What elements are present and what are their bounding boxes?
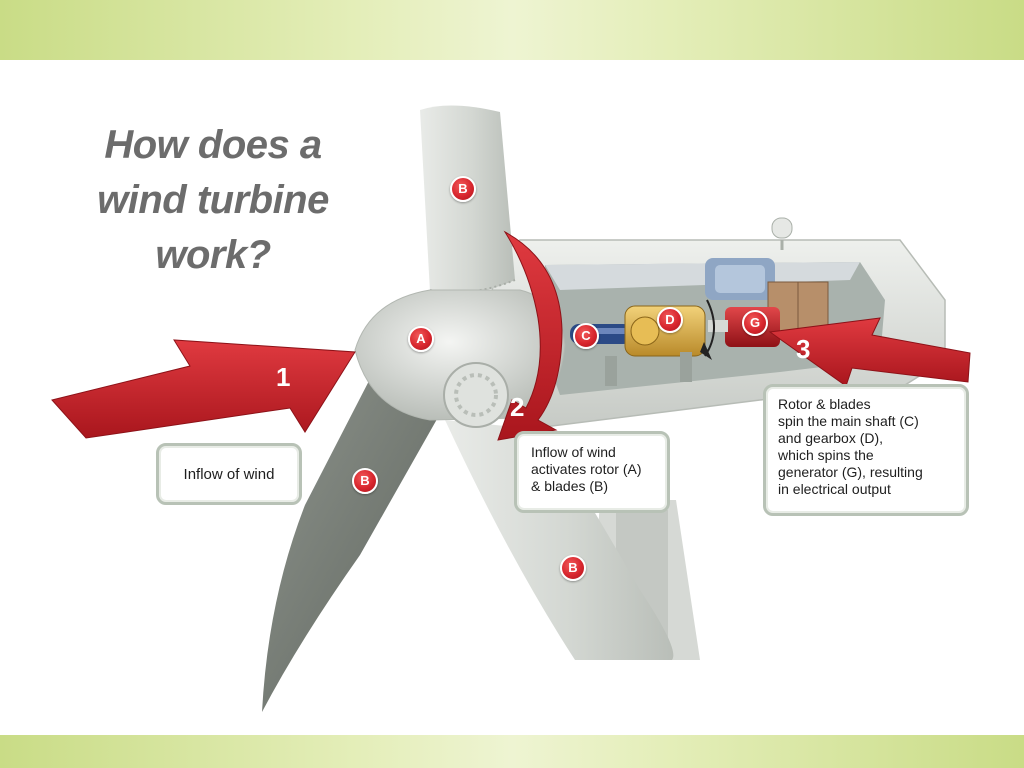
label-marker-generator: G [742, 310, 768, 336]
callout-step-1: Inflow of wind [156, 443, 302, 505]
blade-left [262, 375, 445, 712]
page-title: How does a wind turbine work? [88, 118, 338, 283]
label-marker-blade-top: B [450, 176, 476, 202]
step-number-2: 2 [510, 392, 525, 422]
step-number-1: 1 [276, 362, 291, 392]
label-marker-rotor: A [408, 326, 434, 352]
callout-2-line-3: & blades (B) [531, 478, 609, 494]
label-marker-gearbox: D [657, 307, 683, 333]
sensor-dome [771, 217, 793, 239]
title-line-3: work? [155, 233, 271, 277]
rotor-hub [354, 289, 566, 421]
callout-3-line-4: which spins the [778, 447, 874, 463]
callout-2-line-1: Inflow of wind [531, 444, 616, 460]
callout-3-line-3: and gearbox (D), [778, 430, 884, 446]
callout-2-line-2: activates rotor (A) [531, 461, 642, 477]
title-line-2: wind turbine [97, 178, 329, 222]
blade-bottom [445, 420, 674, 660]
label-marker-blade-bottom: B [560, 555, 586, 581]
callout-3-line-2: spin the main shaft (C) [778, 413, 919, 429]
callout-step-3: Rotor & blades spin the main shaft (C) a… [763, 384, 969, 516]
bottom-band [0, 735, 1024, 768]
arrow-3 [768, 317, 971, 387]
arrow-1 [51, 339, 356, 439]
callout-3-line-1: Rotor & blades [778, 396, 871, 412]
callout-3-line-6: in electrical output [778, 481, 891, 497]
label-marker-shaft: C [573, 323, 599, 349]
label-marker-blade-left: B [352, 468, 378, 494]
step-number-3: 3 [796, 334, 811, 364]
blade-root [443, 362, 509, 428]
callout-step-2: Inflow of wind activates rotor (A) & bla… [514, 431, 670, 513]
callout-3-line-5: generator (G), resulting [778, 464, 923, 480]
callout-1-text: Inflow of wind [183, 466, 275, 483]
title-line-1: How does a [104, 123, 322, 167]
arrow-2 [497, 230, 563, 441]
top-band [0, 0, 1024, 60]
